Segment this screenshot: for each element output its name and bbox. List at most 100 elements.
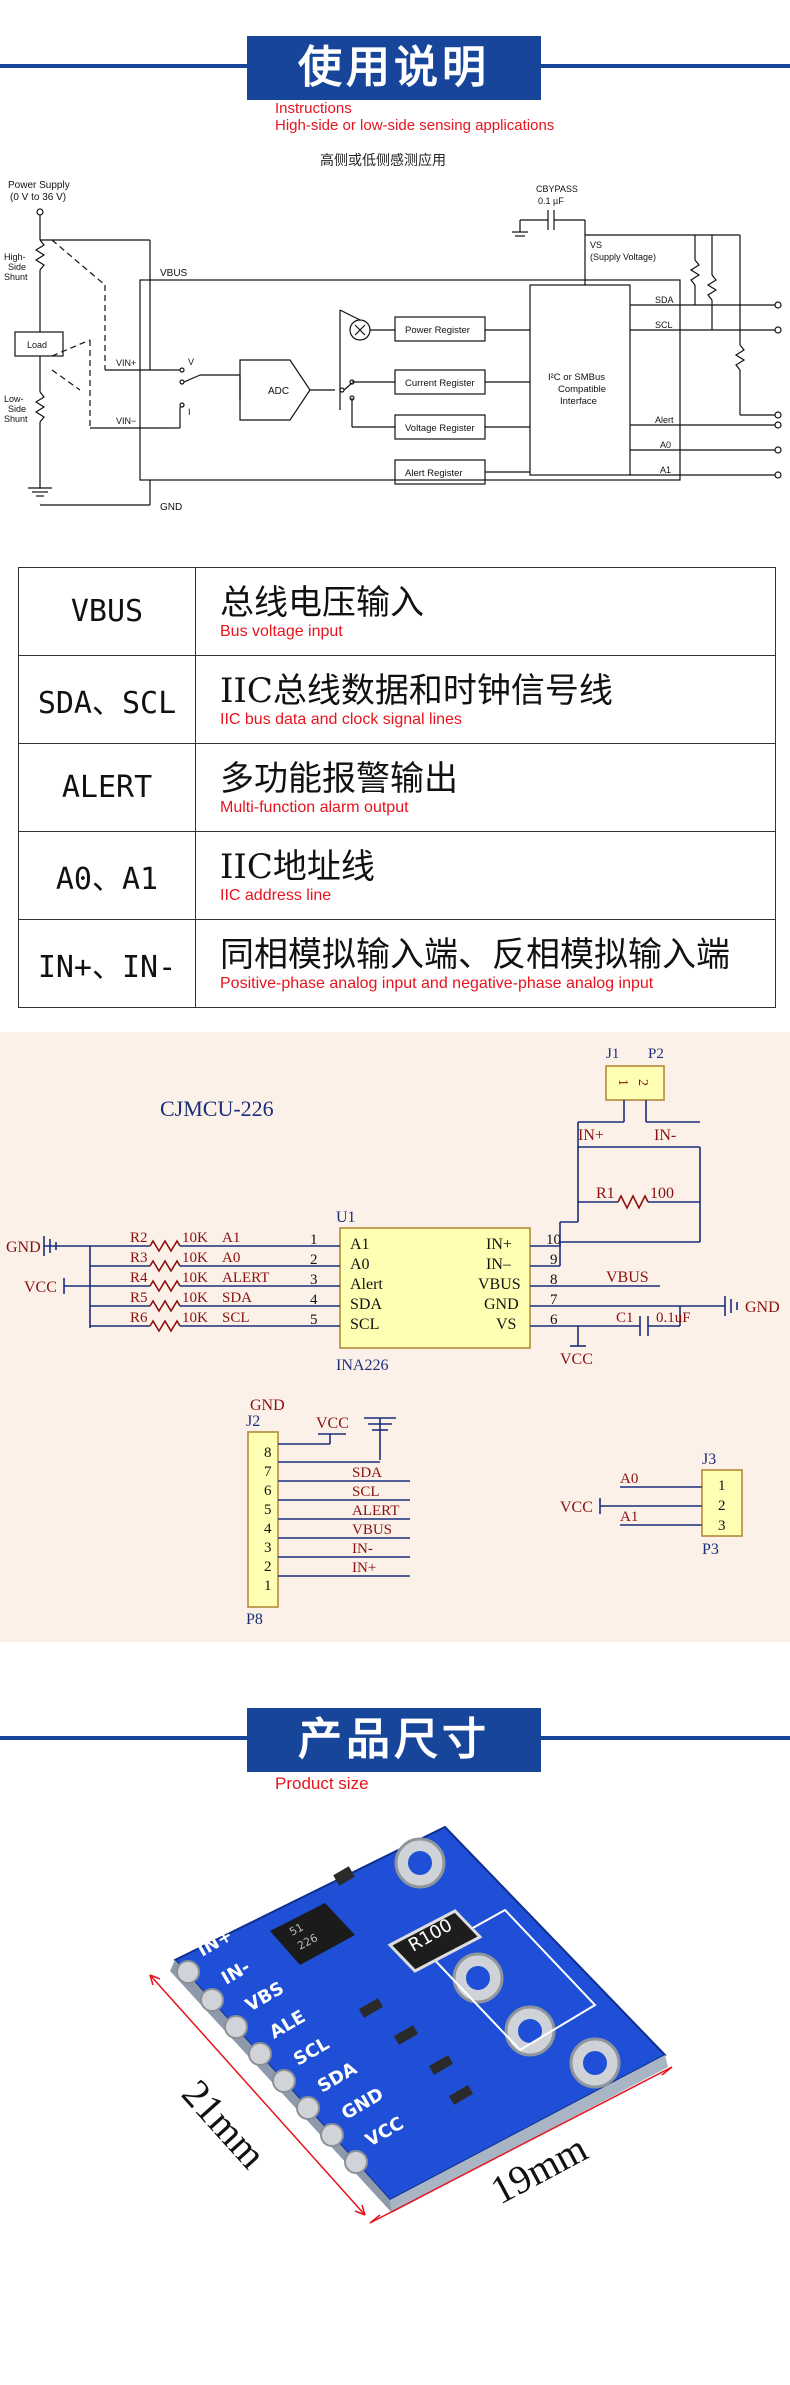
svg-text:10K: 10K <box>182 1290 208 1306</box>
svg-text:0.1uF: 0.1uF <box>656 1310 691 1326</box>
label-gnd: GND <box>160 502 182 513</box>
schematic-svg: CJMCU-226 J1 P2 1 2 IN+ IN- R1 100 U1 IN… <box>6 1046 780 1628</box>
svg-text:R3: R3 <box>130 1250 148 1266</box>
svg-text:GND: GND <box>6 1239 41 1256</box>
svg-text:Compatible: Compatible <box>558 384 606 395</box>
pin-desc-cn: 总线电压输入 <box>220 582 424 623</box>
svg-text:VCC: VCC <box>560 1351 593 1368</box>
svg-text:SDA: SDA <box>655 295 674 305</box>
label-load: Load <box>27 340 47 350</box>
svg-text:2: 2 <box>264 1559 272 1575</box>
label-power-register: Power Register <box>405 325 470 336</box>
svg-text:A1: A1 <box>350 1236 370 1253</box>
svg-text:A1: A1 <box>222 1230 240 1246</box>
svg-text:0.1 µF: 0.1 µF <box>538 196 564 206</box>
svg-text:GND: GND <box>484 1296 519 1313</box>
diagram-caption: 高侧或低侧感测应用 <box>320 153 446 169</box>
svg-text:IN–: IN– <box>486 1256 512 1273</box>
pin-name: IN+、IN- <box>18 919 196 1008</box>
subtitle-product-size: Product size <box>275 1774 369 1793</box>
svg-text:51: 51 <box>287 1921 305 1939</box>
svg-text:I: I <box>188 407 191 417</box>
svg-text:J3: J3 <box>702 1451 716 1468</box>
svg-text:8: 8 <box>264 1445 272 1461</box>
dimension-height: 21mm <box>173 2071 275 2177</box>
svg-text:6: 6 <box>264 1483 272 1499</box>
pin-desc-en: Bus voltage input <box>220 622 343 640</box>
svg-text:VCC: VCC <box>560 1499 593 1516</box>
svg-text:IN+: IN+ <box>352 1560 376 1576</box>
subtitle-sensing: High-side or low-side sensing applicatio… <box>275 117 555 134</box>
svg-text:P8: P8 <box>246 1611 263 1628</box>
svg-text:3: 3 <box>310 1272 318 1288</box>
svg-text:5: 5 <box>264 1502 272 1518</box>
block-diagram: Power Supply (0 V to 36 V) High- Side Sh… <box>4 180 782 513</box>
svg-text:SDA: SDA <box>222 1290 252 1306</box>
pin-name: SDA、SCL <box>18 655 196 744</box>
svg-text:VIN−: VIN− <box>116 416 136 426</box>
svg-text:VBUS: VBUS <box>478 1276 521 1293</box>
svg-text:VCC: VCC <box>316 1415 349 1432</box>
svg-text:A1: A1 <box>620 1509 638 1525</box>
svg-text:SDA: SDA <box>350 1296 382 1313</box>
label-alert-register: Alert Register <box>405 468 463 479</box>
table-row: A0、A1 IIC地址线 IIC address line <box>18 831 776 920</box>
label-voltage-register: Voltage Register <box>405 423 475 434</box>
svg-text:U1: U1 <box>336 1209 356 1226</box>
label-power-supply: Power Supply <box>8 180 70 191</box>
svg-text:10K: 10K <box>182 1310 208 1326</box>
svg-text:R5: R5 <box>130 1290 148 1306</box>
svg-text:Low-: Low- <box>4 394 24 404</box>
svg-text:Shunt: Shunt <box>4 414 28 424</box>
svg-text:Side: Side <box>8 404 26 414</box>
pin-name: A0、A1 <box>18 831 196 920</box>
svg-text:100: 100 <box>650 1185 674 1202</box>
pin-desc-en: Positive-phase analog input and negative… <box>220 974 654 992</box>
svg-text:ALERT: ALERT <box>222 1270 269 1286</box>
svg-text:3: 3 <box>718 1518 726 1534</box>
svg-text:9: 9 <box>550 1252 558 1268</box>
svg-text:High-: High- <box>4 252 26 262</box>
svg-text:SCL: SCL <box>222 1310 250 1326</box>
label-adc: ADC <box>268 386 289 397</box>
svg-text:A0: A0 <box>620 1471 638 1487</box>
table-row: SDA、SCL IIC总线数据和时钟信号线 IIC bus data and c… <box>18 655 776 744</box>
svg-text:1: 1 <box>615 1079 630 1086</box>
svg-text:2: 2 <box>310 1252 318 1268</box>
svg-text:J2: J2 <box>246 1413 260 1430</box>
svg-text:SDA: SDA <box>352 1465 382 1481</box>
svg-text:P3: P3 <box>702 1541 719 1558</box>
svg-text:A0: A0 <box>350 1256 370 1273</box>
svg-text:R4: R4 <box>130 1270 148 1286</box>
svg-text:Alert: Alert <box>350 1276 383 1293</box>
svg-text:7: 7 <box>550 1292 558 1308</box>
svg-text:2: 2 <box>635 1079 650 1086</box>
svg-text:C1: C1 <box>616 1310 634 1326</box>
svg-text:I²C or SMBus: I²C or SMBus <box>548 372 605 383</box>
svg-text:Interface: Interface <box>560 396 597 407</box>
svg-text:4: 4 <box>310 1292 318 1308</box>
svg-text:VCC: VCC <box>24 1279 57 1296</box>
svg-text:10: 10 <box>546 1232 561 1248</box>
svg-text:INA226: INA226 <box>336 1357 388 1374</box>
svg-text:IN-: IN- <box>654 1127 676 1144</box>
svg-text:10K: 10K <box>182 1270 208 1286</box>
svg-text:1: 1 <box>264 1578 272 1594</box>
svg-text:IN+: IN+ <box>578 1127 604 1144</box>
svg-text:8: 8 <box>550 1272 558 1288</box>
label-current-register: Current Register <box>405 378 475 389</box>
svg-text:10K: 10K <box>182 1250 208 1266</box>
svg-text:SCL: SCL <box>655 320 673 330</box>
table-row: VBUS 总线电压输入 Bus voltage input <box>18 567 776 656</box>
pin-desc-en: IIC bus data and clock signal lines <box>220 710 462 728</box>
svg-text:10K: 10K <box>182 1230 208 1246</box>
svg-text:SCL: SCL <box>350 1316 379 1333</box>
svg-text:1: 1 <box>718 1478 726 1494</box>
svg-text:Shunt: Shunt <box>4 272 28 282</box>
svg-text:VIN+: VIN+ <box>116 358 136 368</box>
table-row: ALERT 多功能报警输出 Multi-function alarm outpu… <box>18 743 776 832</box>
pin-desc-cn: 同相模拟输入端、反相模拟输入端 <box>220 934 730 975</box>
svg-text:A0: A0 <box>222 1250 240 1266</box>
svg-text:A0: A0 <box>660 440 671 450</box>
svg-text:GND: GND <box>745 1299 780 1316</box>
